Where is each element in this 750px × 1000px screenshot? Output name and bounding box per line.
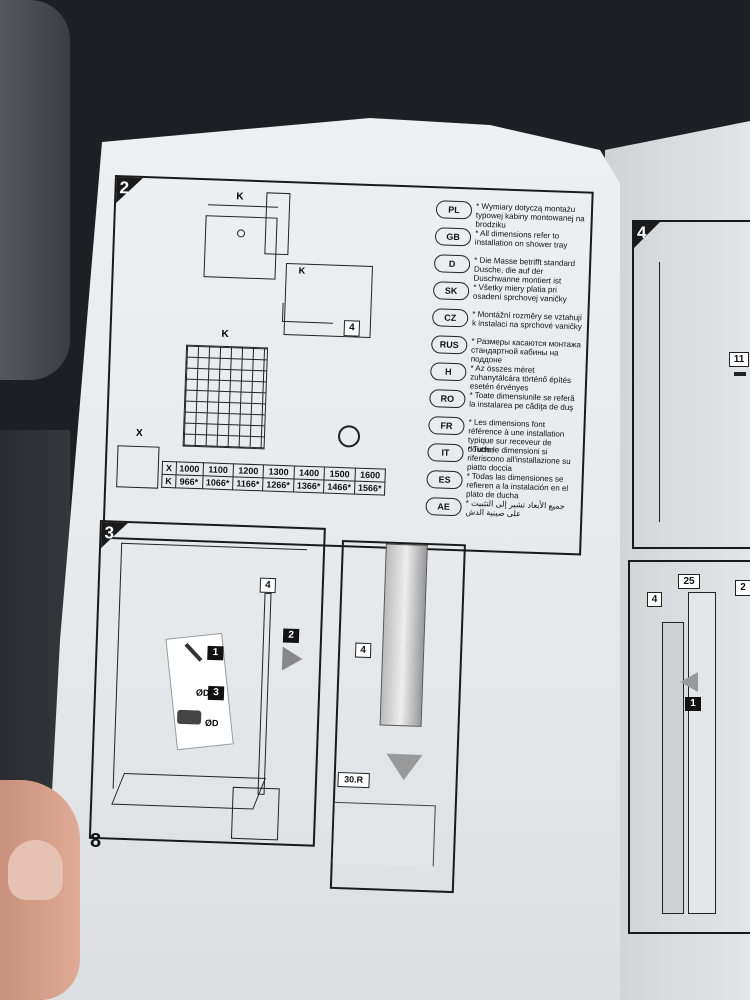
language-code: IT [427, 443, 464, 463]
tag-3: 3 [207, 685, 225, 701]
language-note: * All dimensions refer to installation o… [474, 228, 568, 250]
language-code: RUS [430, 335, 468, 355]
arrow-right-icon [281, 646, 303, 672]
table-cell: 1000 [175, 461, 204, 476]
language-code: RO [429, 389, 466, 409]
table-cell: 1466* [323, 479, 355, 495]
table-cell: 1400 [293, 465, 325, 480]
table-cell: 1266* [262, 477, 294, 492]
table-cell: 1200 [233, 463, 264, 478]
table-cell: 1366* [293, 478, 325, 493]
language-note: * Tutte le dimensioni si riferiscono all… [466, 444, 571, 474]
dimension-table: X 1000 1100 1200 1300 1400 1500 1600 K 9… [161, 461, 386, 496]
tag-1: 1 [685, 697, 701, 711]
table-cell: 1566* [354, 481, 386, 496]
sofa-cushion [0, 0, 70, 380]
dimension-k-mid: K [221, 328, 229, 341]
drill-icon [176, 709, 202, 725]
language-list: PL* Wymiary dotyczą montażu typowej kabi… [425, 200, 588, 529]
profile-bar [688, 592, 716, 914]
table-cell: 1500 [324, 466, 356, 482]
booklet-left-page [40, 118, 620, 1000]
table-cell: K [161, 474, 176, 488]
dimension-x-label: X [135, 427, 143, 440]
tag-1: 1 [207, 645, 224, 661]
callout-4: 4 [259, 577, 277, 594]
profile-bar [379, 543, 428, 727]
table-cell: 1600 [354, 468, 386, 483]
detail-box [264, 192, 291, 256]
language-code: SK [432, 281, 470, 301]
callout-2: 2 [735, 580, 750, 596]
callout-4: 4 [647, 592, 662, 607]
callout-25: 25 [678, 574, 700, 589]
step-number: 4 [637, 223, 647, 242]
table-cell: 1300 [263, 464, 295, 479]
language-code: H [430, 362, 467, 382]
step3-panel: 3 4 2 1 3 ØD ØD [88, 520, 326, 847]
callout-11: 11 [729, 352, 749, 367]
arrow-left-icon [680, 672, 698, 692]
table-cell: 1100 [202, 462, 234, 477]
language-note: * Размеры касаются монтажа стандартной к… [470, 336, 582, 365]
dimension-k-small: K [298, 265, 306, 276]
language-note: * Todas las dimensiones se refieren a la… [465, 471, 569, 501]
dimension-k-label: K [236, 191, 244, 203]
language-code: CZ [431, 308, 469, 328]
tray-corner-drawing [332, 801, 436, 867]
language-note: * جميع الأبعاد تشير إلى التثبيت على صيني… [465, 498, 565, 519]
table-cell: 966* [175, 474, 203, 489]
language-code: PL [435, 200, 473, 220]
od-label: ØD [204, 717, 219, 729]
table-cell: 1166* [232, 476, 264, 491]
language-code: GB [434, 227, 472, 247]
language-note: * Az összes méret zuhanytálcára történő … [469, 363, 572, 393]
language-code: FR [428, 416, 465, 436]
language-code: AE [425, 497, 462, 517]
step5-panel: 4 25 2 1 [628, 560, 750, 934]
language-code: D [433, 254, 471, 274]
language-note: * Toate dimensiunile se referă la instal… [469, 390, 575, 413]
tape-measure-icon [337, 424, 361, 448]
table-cell: X [162, 461, 177, 475]
callout-4: 4 [354, 642, 372, 659]
language-note: * Všetky miery platia pri osadení sprcho… [472, 282, 567, 304]
screw-icon [734, 372, 746, 376]
table-cell: 1066* [202, 475, 234, 490]
step-number: 2 [119, 178, 130, 198]
profile-bar [662, 622, 684, 914]
language-note: * Die Masse betrifft standard Dusche, di… [473, 255, 576, 286]
step-corner [634, 222, 660, 248]
language-row: AE* جميع الأبعاد تشير إلى التثبيت على صي… [425, 497, 578, 529]
step4-panel: 4 11 [632, 220, 750, 549]
fingernail [8, 840, 63, 900]
od-label: ØD [195, 687, 210, 698]
language-note: * Montážní rozměry se vztahují k instala… [471, 309, 583, 332]
step2-panel: 2 K K 4 K X X 1000 1100 1200 1300 1400 1… [102, 175, 594, 556]
language-code: ES [426, 470, 463, 490]
detail-box [230, 786, 280, 841]
step3-detail-panel: 4 30.R [329, 540, 466, 894]
wall-drawing [659, 262, 750, 522]
wall-tiles-drawing [182, 344, 269, 450]
tray-small-drawing [116, 445, 160, 489]
tag-2: 2 [282, 628, 300, 644]
language-note: * Wymiary dotyczą montażu typowej kabiny… [475, 201, 585, 230]
page-number: 8 [90, 830, 102, 852]
profile-sketch [281, 302, 334, 324]
step-number: 3 [104, 523, 115, 543]
arrow-down-icon [385, 753, 423, 781]
callout-4: 4 [343, 320, 361, 337]
callout-30r: 30.R [337, 771, 370, 789]
